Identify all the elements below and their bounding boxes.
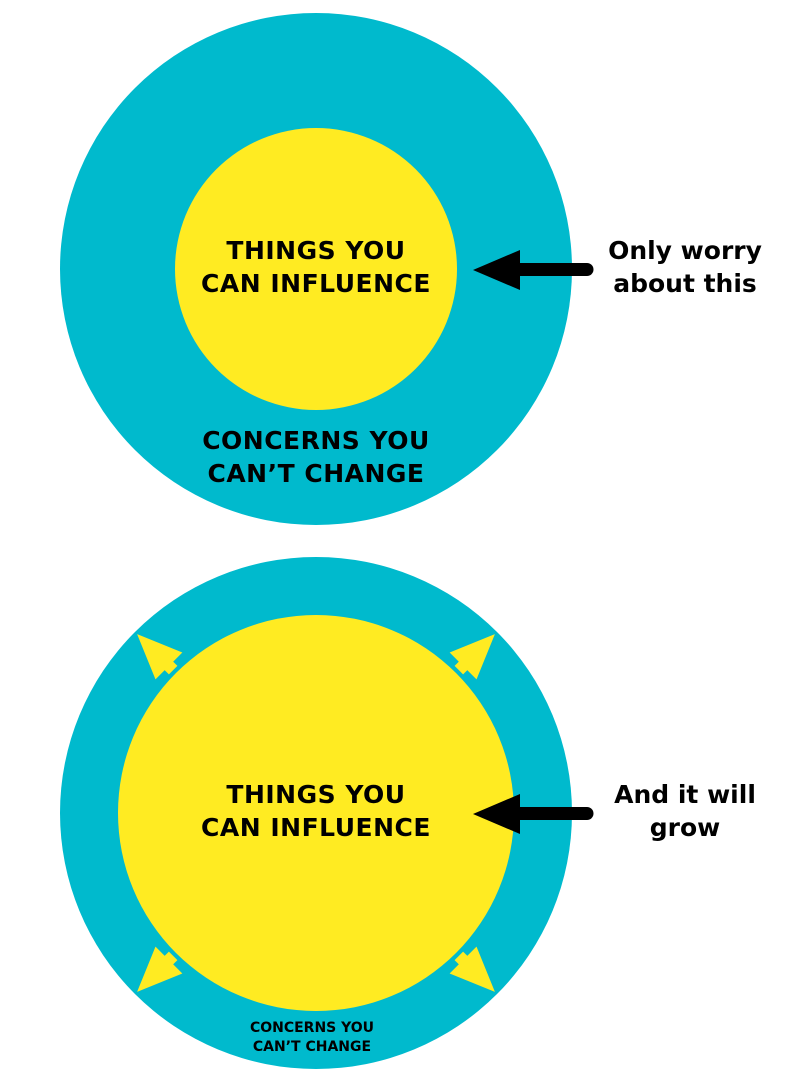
label-line: THINGS YOU bbox=[226, 236, 406, 265]
bottom-outer-label: CONCERNS YOU CAN’T CHANGE bbox=[212, 1019, 412, 1057]
label-line: THINGS YOU bbox=[226, 780, 406, 809]
top-pointer-arrow-icon bbox=[473, 250, 594, 290]
bottom-side-note: And it will grow bbox=[600, 779, 770, 844]
label-line: Only worry bbox=[608, 236, 762, 265]
label-line: about this bbox=[613, 268, 757, 298]
label-line: CONCERNS YOU bbox=[249, 1020, 375, 1036]
label-line: CAN INFLUENCE bbox=[201, 812, 431, 842]
label-line: grow bbox=[649, 812, 721, 842]
label-line: CAN’T CHANGE bbox=[207, 458, 425, 488]
top-side-note: Only worry about this bbox=[600, 235, 770, 300]
label-line: CAN INFLUENCE bbox=[201, 268, 431, 298]
bottom-inner-circle bbox=[118, 615, 514, 1011]
bottom-pointer-arrow-icon bbox=[473, 794, 594, 834]
top-inner-circle bbox=[175, 128, 457, 410]
top-inner-label: THINGS YOU CAN INFLUENCE bbox=[176, 235, 456, 300]
label-line: CAN’T CHANGE bbox=[252, 1038, 372, 1055]
label-line: And it will bbox=[614, 780, 756, 809]
top-outer-label: CONCERNS YOU CAN’T CHANGE bbox=[156, 425, 476, 490]
label-line: CONCERNS YOU bbox=[202, 426, 430, 455]
bottom-inner-label: THINGS YOU CAN INFLUENCE bbox=[156, 779, 476, 844]
